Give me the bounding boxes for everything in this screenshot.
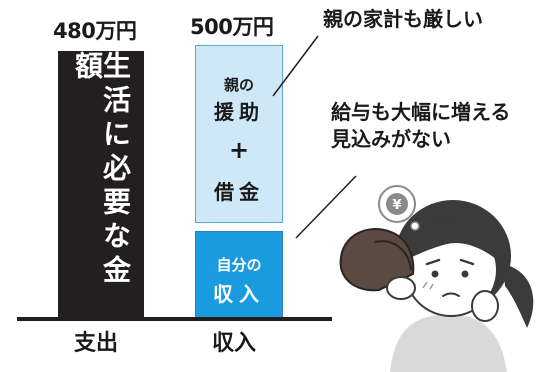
- category-expense: 支出: [74, 331, 119, 356]
- support-label-line2: 援助: [214, 100, 264, 124]
- left-eye: [431, 270, 439, 278]
- pointer-line-income: [295, 175, 357, 239]
- income-total-amount: 500万円: [190, 15, 274, 39]
- thought-dot: [410, 221, 420, 231]
- note-parents-budget: 親の家計も厳しい: [323, 7, 483, 31]
- expense-amount: 480万円: [53, 19, 137, 43]
- yen-coin: [386, 193, 408, 215]
- worry-lines: [422, 281, 434, 290]
- expense-bar-label: 生活に必要な金額: [71, 51, 132, 289]
- note-income-line2: 見込みがない: [331, 127, 451, 151]
- right-eye: [461, 270, 469, 278]
- wallet-hand: [386, 276, 416, 300]
- right-eyebrow: [459, 258, 475, 266]
- wallet-opening: [374, 240, 412, 271]
- parent-support-loan-bar: 親の 援助 + 借金: [195, 45, 283, 223]
- support-label-line1: 親の: [223, 76, 254, 94]
- body-shape: [390, 314, 507, 372]
- income-label-line1: 自分の: [216, 256, 262, 274]
- left-eyebrow: [425, 258, 441, 266]
- income-label-line2: 収入: [213, 282, 265, 306]
- yen-symbol: ¥: [392, 198, 401, 213]
- plus-sign: +: [228, 136, 250, 164]
- worried-woman-illustration: ¥: [339, 185, 534, 372]
- note-income-line1: 給与も大幅に増える: [331, 100, 511, 124]
- pointer-line-parents: [272, 35, 319, 97]
- support-label-line3: 借金: [214, 180, 264, 204]
- category-income: 収入: [212, 331, 257, 356]
- own-income-bar: 自分の 収入: [195, 231, 283, 319]
- expense-bar: 生活に必要な金額: [58, 51, 144, 319]
- hand: [471, 290, 499, 322]
- mouth: [442, 292, 460, 297]
- baseline: [17, 317, 332, 321]
- note-income-outlook: 給与も大幅に増える 見込みがない: [331, 99, 510, 153]
- bangs: [405, 219, 497, 260]
- ponytail: [503, 264, 534, 328]
